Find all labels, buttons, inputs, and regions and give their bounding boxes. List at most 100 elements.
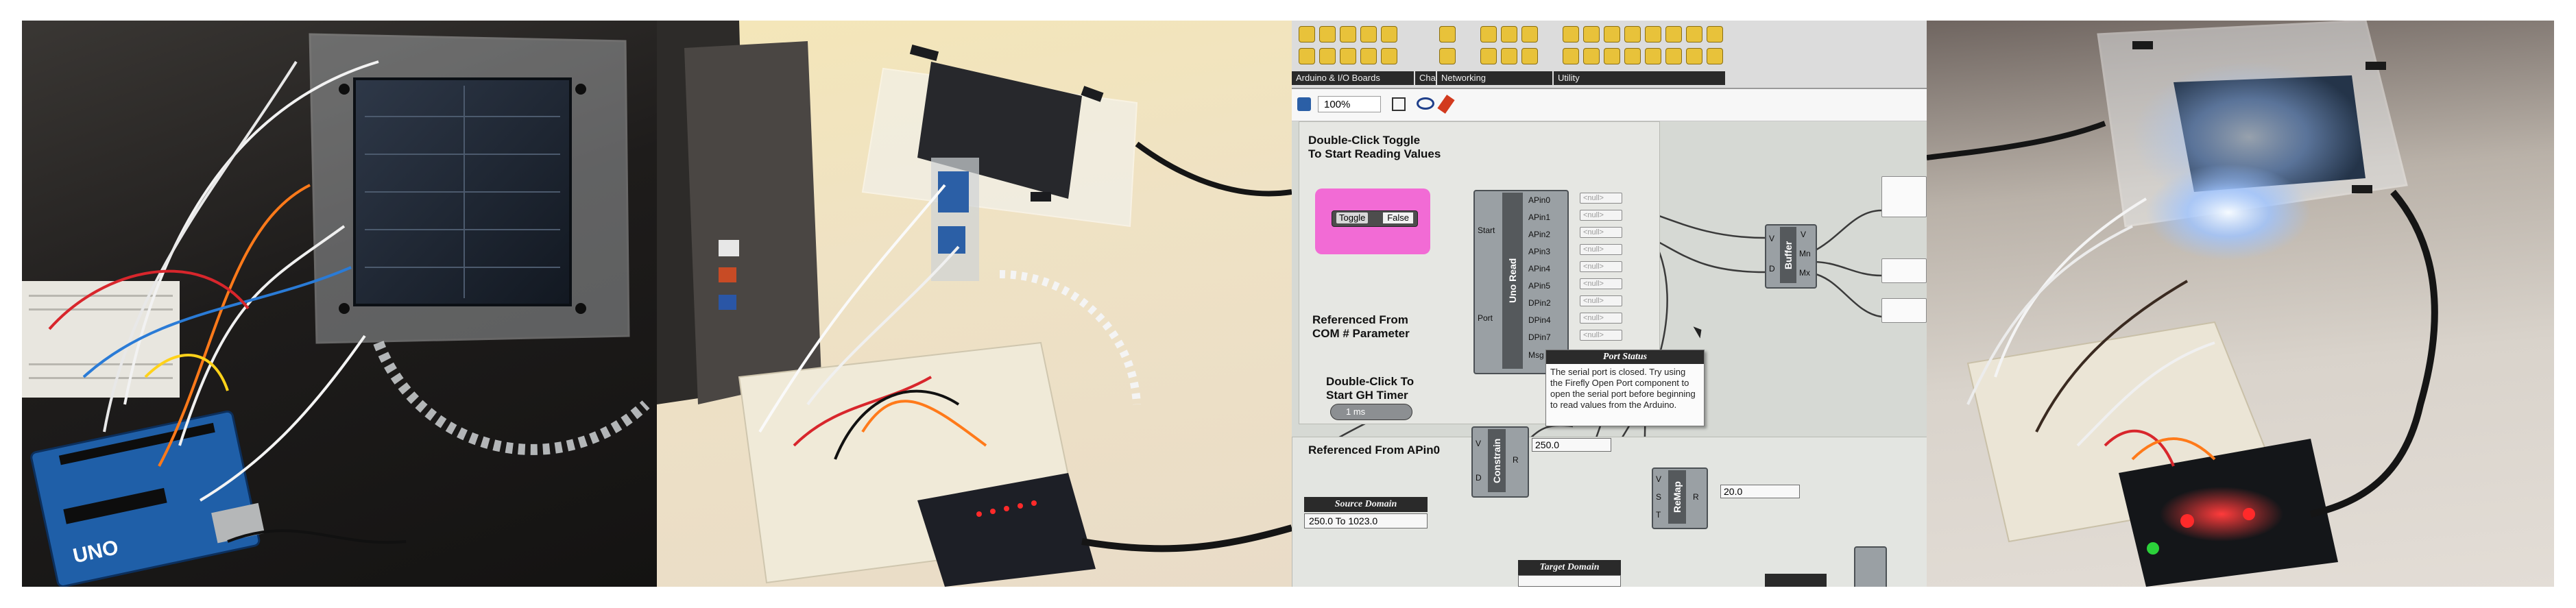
firefly-tool-icon[interactable]	[1319, 26, 1336, 42]
output-apin3[interactable]: APin3	[1528, 247, 1551, 256]
firefly-tool-icon[interactable]	[1480, 26, 1497, 42]
output-apin0[interactable]: APin0	[1528, 195, 1551, 205]
output-apin4[interactable]: APin4	[1528, 264, 1551, 273]
output-msg[interactable]: Msg	[1528, 350, 1544, 360]
firefly-tool-icon[interactable]	[1340, 26, 1356, 42]
firefly-tool-icon[interactable]	[1439, 48, 1456, 64]
buffer-max-panel[interactable]	[1881, 298, 1927, 323]
input-port[interactable]: Port	[1478, 313, 1493, 323]
canvas-toolbar: 100%	[1292, 89, 1927, 121]
firefly-tool-icon[interactable]	[1521, 26, 1538, 42]
firefly-tool-icon[interactable]	[1604, 26, 1620, 42]
toggle-value[interactable]: False	[1383, 212, 1413, 223]
constrain-input-d[interactable]: D	[1476, 473, 1482, 483]
remap-input-s[interactable]: S	[1656, 492, 1662, 502]
output-panel[interactable]: <null>	[1580, 193, 1622, 204]
red-led	[2180, 514, 2194, 528]
firefly-tool-icon[interactable]	[1360, 26, 1377, 42]
firefly-tool-icon[interactable]	[1501, 26, 1517, 42]
firefly-tool-icon[interactable]	[1340, 48, 1356, 64]
firefly-tool-icon[interactable]	[1583, 26, 1600, 42]
firefly-tool-icon[interactable]	[1686, 48, 1702, 64]
remap-input-v[interactable]: V	[1656, 474, 1662, 484]
firefly-tool-icon[interactable]	[1707, 26, 1723, 42]
firefly-tool-icon[interactable]	[1563, 26, 1579, 42]
output-apin1[interactable]: APin1	[1528, 212, 1551, 222]
output-dpin2[interactable]: DPin2	[1528, 298, 1551, 308]
output-panel[interactable]: <null>	[1580, 330, 1622, 341]
firefly-tool-icon[interactable]	[1501, 48, 1517, 64]
firefly-tool-icon[interactable]	[1299, 48, 1315, 64]
output-panel[interactable]: <null>	[1580, 210, 1622, 221]
ribbon-group-arduino[interactable]: Arduino & I/O Boards	[1292, 71, 1414, 85]
firefly-tool-icon[interactable]	[1707, 48, 1723, 64]
output-panel[interactable]: <null>	[1580, 227, 1622, 238]
firefly-tool-icon[interactable]	[1360, 48, 1377, 64]
gh-timer[interactable]: 1 ms	[1330, 404, 1412, 420]
port-status-tooltip: Port Status The serial port is closed. T…	[1545, 350, 1705, 426]
target-domain-value[interactable]	[1518, 575, 1621, 587]
save-icon[interactable]	[1297, 97, 1311, 111]
firefly-tool-icon[interactable]	[1624, 26, 1641, 42]
firefly-tool-icon[interactable]	[1604, 48, 1620, 64]
firefly-tool-icon[interactable]	[1381, 26, 1397, 42]
zoom-extents-icon[interactable]	[1392, 97, 1406, 111]
input-start[interactable]: Start	[1478, 226, 1495, 235]
firefly-tool-icon[interactable]	[1583, 48, 1600, 64]
photo-laptop-and-tracker	[657, 21, 1292, 587]
remap-value-panel[interactable]: 20.0	[1720, 485, 1800, 498]
source-domain-value[interactable]: 250.0 To 1023.0	[1304, 513, 1428, 528]
sketch-pen-icon[interactable]	[1437, 95, 1455, 114]
buffer-component[interactable]: V D Buffer V Mn Mx	[1765, 224, 1817, 289]
ribbon-group-networking[interactable]: Networking	[1437, 71, 1552, 85]
toggle-note: Double-Click Toggle To Start Reading Val…	[1308, 134, 1441, 160]
uno-read-component[interactable]: Start Port Uno Read APin0 APin1 APin2 AP…	[1473, 190, 1569, 374]
firefly-tool-icon[interactable]	[1563, 48, 1579, 64]
constrain-output-r[interactable]: R	[1513, 455, 1519, 465]
buffer-value-panel[interactable]	[1881, 176, 1927, 217]
grasshopper-firefly-screenshot: Arduino & I/O Boards Cha Networking Util…	[1292, 21, 1927, 587]
firefly-tool-icon[interactable]	[1645, 26, 1661, 42]
output-apin5[interactable]: APin5	[1528, 281, 1551, 291]
firefly-tool-icon[interactable]	[1480, 48, 1497, 64]
remap-component[interactable]: V S T ReMap R	[1652, 467, 1708, 529]
firefly-tool-icon[interactable]	[1521, 48, 1538, 64]
firefly-tool-icon[interactable]	[1665, 26, 1682, 42]
grasshopper-canvas[interactable]: Double-Click Toggle To Start Reading Val…	[1292, 121, 1927, 587]
output-panel[interactable]: <null>	[1580, 295, 1622, 306]
zoom-dropdown[interactable]: 100%	[1318, 96, 1381, 112]
buffer-title: Buffer	[1780, 227, 1796, 283]
buffer-output-mx[interactable]: Mx	[1799, 268, 1810, 278]
output-panel[interactable]: <null>	[1580, 261, 1622, 272]
firefly-tool-icon[interactable]	[1686, 26, 1702, 42]
output-panel[interactable]: <null>	[1580, 313, 1622, 324]
firefly-tool-icon[interactable]	[1381, 48, 1397, 64]
remap-output-r[interactable]: R	[1693, 492, 1699, 502]
buffer-output-v[interactable]: V	[1801, 230, 1807, 239]
partial-component[interactable]	[1854, 546, 1887, 587]
photo-solar-tracker-prototype: UNO	[22, 21, 657, 587]
constrain-input-v[interactable]: V	[1476, 439, 1482, 448]
firefly-tool-icon[interactable]	[1439, 26, 1456, 42]
buffer-min-panel[interactable]	[1881, 258, 1927, 283]
output-dpin7[interactable]: DPin7	[1528, 332, 1551, 342]
preview-eye-icon[interactable]	[1417, 97, 1434, 110]
output-panel[interactable]: <null>	[1580, 278, 1622, 289]
firefly-tool-icon[interactable]	[1665, 48, 1682, 64]
ribbon-group-utility[interactable]: Utility	[1554, 71, 1725, 85]
ribbon-group-cha[interactable]: Cha	[1415, 71, 1436, 85]
constrain-component[interactable]: V D Constrain R	[1471, 426, 1529, 498]
boolean-toggle[interactable]: Toggle False	[1332, 210, 1418, 227]
buffer-input-d[interactable]: D	[1769, 264, 1775, 273]
firefly-tool-icon[interactable]	[1624, 48, 1641, 64]
buffer-output-mn[interactable]: Mn	[1799, 249, 1811, 258]
output-apin2[interactable]: APin2	[1528, 230, 1551, 239]
output-dpin4[interactable]: DPin4	[1528, 315, 1551, 325]
firefly-tool-icon[interactable]	[1645, 48, 1661, 64]
remap-input-t[interactable]: T	[1656, 510, 1661, 520]
output-panel[interactable]: <null>	[1580, 244, 1622, 255]
buffer-input-v[interactable]: V	[1769, 234, 1775, 243]
firefly-tool-icon[interactable]	[1319, 48, 1336, 64]
firefly-tool-icon[interactable]	[1299, 26, 1315, 42]
constrain-value-panel[interactable]: 250.0	[1532, 438, 1611, 452]
